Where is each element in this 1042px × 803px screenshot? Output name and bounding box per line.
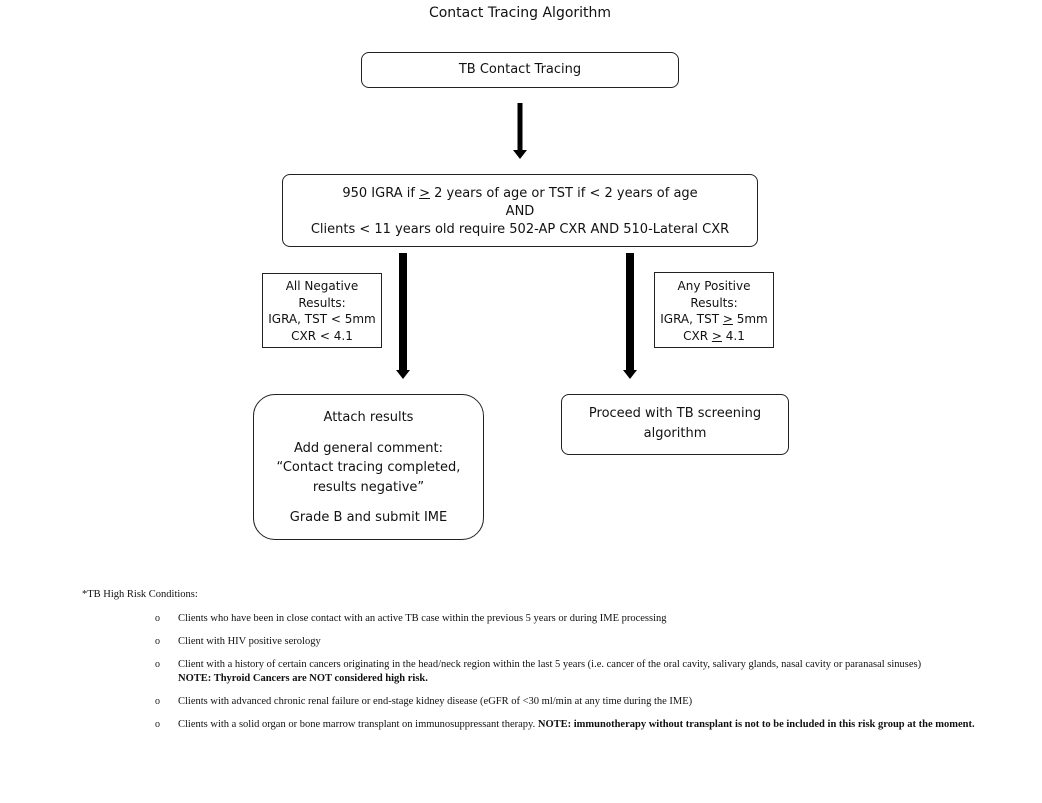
list-item: o Client with HIV positive serology — [155, 636, 321, 647]
circle-bullet-icon: o — [155, 719, 160, 730]
positive-results-label: Any Positive Results: IGRA, TST > 5mm CX… — [654, 272, 774, 348]
start-node: TB Contact Tracing — [361, 52, 679, 88]
circle-bullet-icon: o — [155, 636, 160, 647]
positive-outcome-node: Proceed with TB screening algorithm — [561, 394, 789, 455]
circle-bullet-icon: o — [155, 696, 160, 707]
testing-node: 950 IGRA if > 2 years of age or TST if <… — [282, 174, 758, 247]
high-risk-list: o Clients who have been in close contact… — [82, 612, 982, 732]
high-risk-heading: *TB High Risk Conditions: — [82, 589, 198, 600]
list-item: o Clients with a solid organ or bone mar… — [155, 719, 975, 730]
thyroid-note: NOTE: Thyroid Cancers are NOT considered… — [178, 673, 428, 684]
arrow-to-negative-outcome — [393, 253, 413, 382]
greater-or-equal-symbol: > — [711, 328, 722, 343]
testing-line-3: Clients < 11 years old require 502-AP CX… — [310, 222, 730, 237]
immunotherapy-note: NOTE: immunotherapy without transplant i… — [537, 719, 975, 730]
greater-or-equal-symbol: > — [722, 312, 733, 326]
high-risk-conditions: *TB High Risk Conditions: o Clients who … — [82, 589, 982, 741]
circle-bullet-icon: o — [155, 659, 160, 670]
list-item: o Clients who have been in close contact… — [155, 613, 667, 624]
negative-results-label: All Negative Results: IGRA, TST < 5mm CX… — [262, 273, 382, 348]
diagram-title: Contact Tracing Algorithm — [428, 5, 612, 21]
greater-or-equal-symbol: > — [419, 186, 430, 201]
negative-outcome-node: Attach results Add general comment: “Con… — [253, 394, 484, 540]
testing-line-2: AND — [505, 204, 535, 219]
list-item: o Client with a history of certain cance… — [155, 659, 922, 684]
arrow-to-positive-outcome — [620, 253, 640, 382]
arrow-start-to-testing — [510, 103, 530, 159]
circle-bullet-icon: o — [155, 613, 160, 624]
start-node-label: TB Contact Tracing — [458, 62, 582, 77]
list-item: o Clients with advanced chronic renal fa… — [155, 696, 693, 707]
testing-line-1: 950 IGRA if > 2 years of age or TST if <… — [342, 186, 698, 201]
